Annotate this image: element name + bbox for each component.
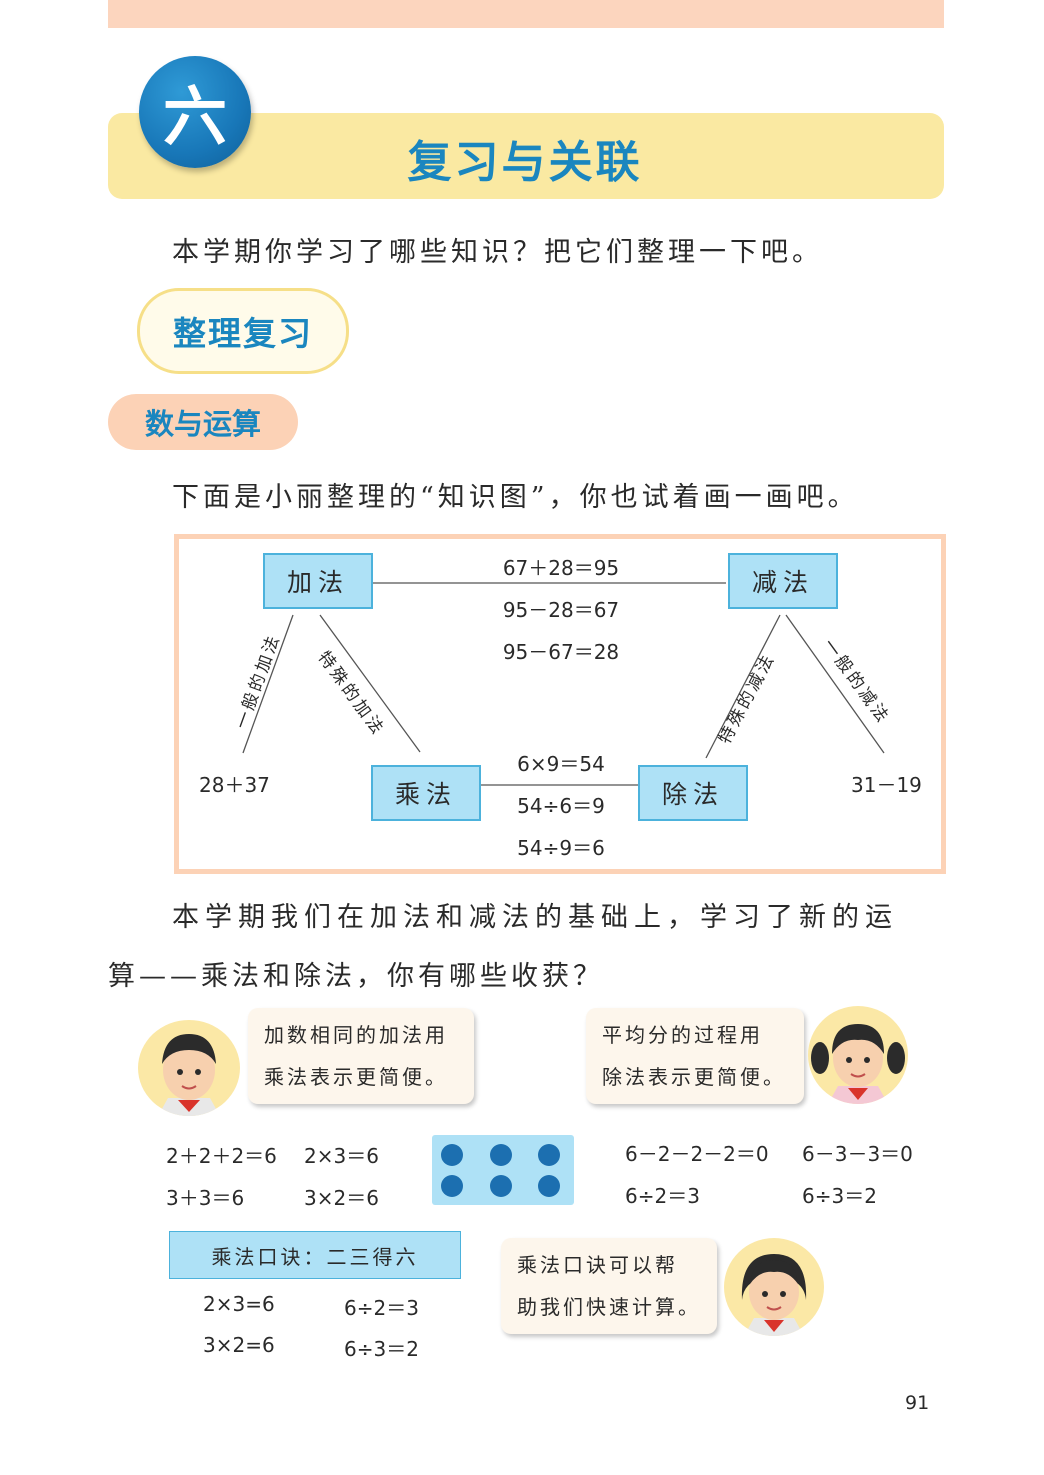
mult-example: 2×3＝6 <box>304 1144 379 1168</box>
div-example: 6－3－3＝0 <box>802 1142 913 1166</box>
girl2-avatar <box>724 1238 824 1336</box>
dots-illustration <box>432 1135 574 1205</box>
rhyme-equation: 6÷2＝3 <box>344 1296 419 1320</box>
review-label: 整理复习 <box>137 288 349 374</box>
sub-special-line <box>705 614 781 759</box>
bubble-line: 乘法口诀可以帮 <box>517 1253 678 1277</box>
addition-example: 28＋37 <box>199 773 270 797</box>
boy-speech-bubble: 加数相同的加法用 乘法表示更简便。 <box>248 1008 474 1104</box>
bubble-line: 平均分的过程用 <box>602 1023 763 1047</box>
section-label: 数与运算 <box>108 394 298 450</box>
bottom-equation: 6×9＝54 <box>517 752 605 776</box>
mult-example: 3＋3＝6 <box>166 1186 245 1210</box>
mult-example: 2＋2＋2＝6 <box>166 1144 277 1168</box>
sub-general-line <box>785 614 885 754</box>
rhyme-equation: 3×2=6 <box>203 1333 275 1357</box>
top-equation: 95－28＝67 <box>502 598 620 622</box>
top-equation: 67＋28＝95 <box>502 556 620 580</box>
boy-avatar <box>138 1020 240 1116</box>
chapter-title: 复习与关联 <box>407 137 643 188</box>
paragraph-line: 本学期我们在加法和减法的基础上，学习了新的运 <box>172 902 898 933</box>
dot <box>490 1144 512 1166</box>
bottom-equation: 54÷6＝9 <box>517 794 605 818</box>
rhyme-equation: 6÷3＝2 <box>344 1337 419 1361</box>
add-special-line <box>319 614 421 753</box>
page-number: 91 <box>905 1392 930 1414</box>
node-multiplication: 乘法 <box>371 765 481 821</box>
node-addition: 加法 <box>263 553 373 609</box>
node-subtraction: 减法 <box>728 553 838 609</box>
top-color-band <box>108 0 944 28</box>
rhyme-equation: 2×3=6 <box>203 1292 275 1316</box>
dot <box>441 1175 463 1197</box>
bubble-line: 加数相同的加法用 <box>264 1023 448 1047</box>
mult-example: 3×2＝6 <box>304 1186 379 1210</box>
bubble-line: 助我们快速计算。 <box>517 1295 701 1319</box>
top-equation: 95－67＝28 <box>502 640 620 664</box>
node-division: 除法 <box>638 765 748 821</box>
bottom-equation: 54÷9＝6 <box>517 836 605 860</box>
dot <box>538 1175 560 1197</box>
subtraction-example: 31－19 <box>851 773 922 797</box>
multiplication-rhyme-box: 乘法口诀：二三得六 <box>169 1231 461 1279</box>
dot <box>441 1144 463 1166</box>
paragraph-line: 算——乘法和除法，你有哪些收获？ <box>108 961 604 992</box>
bubble-line: 乘法表示更简便。 <box>264 1065 448 1089</box>
intro-text: 本学期你学习了哪些知识？把它们整理一下吧。 <box>172 237 823 268</box>
girl-avatar <box>808 1006 908 1104</box>
add-general-line <box>242 614 294 754</box>
dot <box>490 1175 512 1197</box>
map-intro-text: 下面是小丽整理的“知识图”，你也试着画一画吧。 <box>172 482 859 513</box>
girl2-speech-bubble: 乘法口诀可以帮 助我们快速计算。 <box>501 1238 717 1334</box>
div-example: 6－2－2－2＝0 <box>625 1142 769 1166</box>
div-example: 6÷3＝2 <box>802 1184 877 1208</box>
chapter-number-badge: 六 <box>139 56 251 168</box>
dot <box>538 1144 560 1166</box>
div-example: 6÷2＝3 <box>625 1184 700 1208</box>
bubble-line: 除法表示更简便。 <box>602 1065 786 1089</box>
girl-speech-bubble: 平均分的过程用 除法表示更简便。 <box>586 1008 804 1104</box>
